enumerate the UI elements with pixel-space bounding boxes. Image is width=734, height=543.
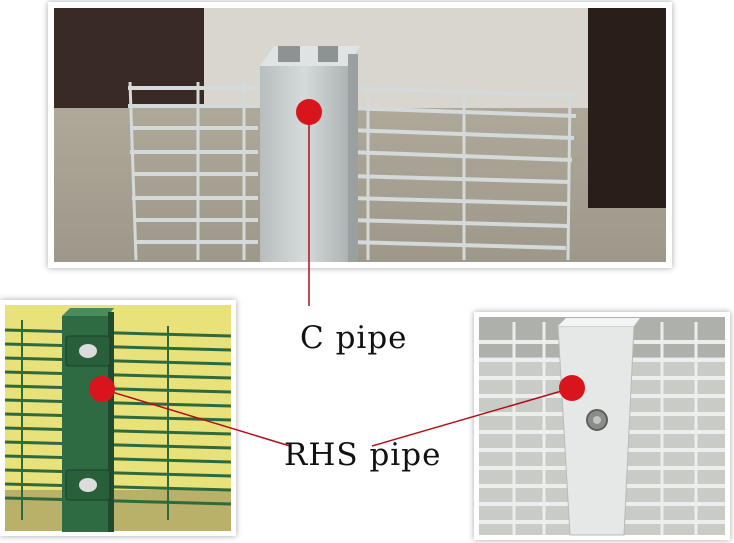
leader-lines bbox=[101, 112, 573, 447]
dark-cabinet bbox=[588, 8, 666, 208]
right-mesh-panel bbox=[347, 84, 579, 261]
rhs-right-marker bbox=[559, 375, 585, 401]
rhs-left-leader-line bbox=[101, 388, 291, 447]
left-photo-green-rhs-post bbox=[0, 300, 236, 536]
left-mesh-panel bbox=[128, 78, 258, 261]
rhs-left-marker bbox=[89, 376, 115, 402]
rhs-green-post bbox=[62, 308, 114, 532]
green-mesh bbox=[4, 320, 232, 520]
rhs-pipe-label: RHS pipe bbox=[284, 437, 442, 473]
c-pipe-label: C pipe bbox=[300, 320, 408, 356]
rhs-right-leader-line bbox=[371, 387, 573, 447]
c-pipe-marker bbox=[296, 99, 322, 125]
bolt-cap-upper-icon bbox=[79, 344, 97, 358]
top-photo-c-pipe-post bbox=[48, 2, 672, 268]
top-photo-drawing bbox=[54, 8, 666, 262]
ground bbox=[5, 490, 231, 531]
c-pipe-post bbox=[260, 46, 360, 262]
bolt-cap-lower-icon bbox=[79, 478, 97, 492]
left-photo-drawing bbox=[4, 305, 232, 532]
